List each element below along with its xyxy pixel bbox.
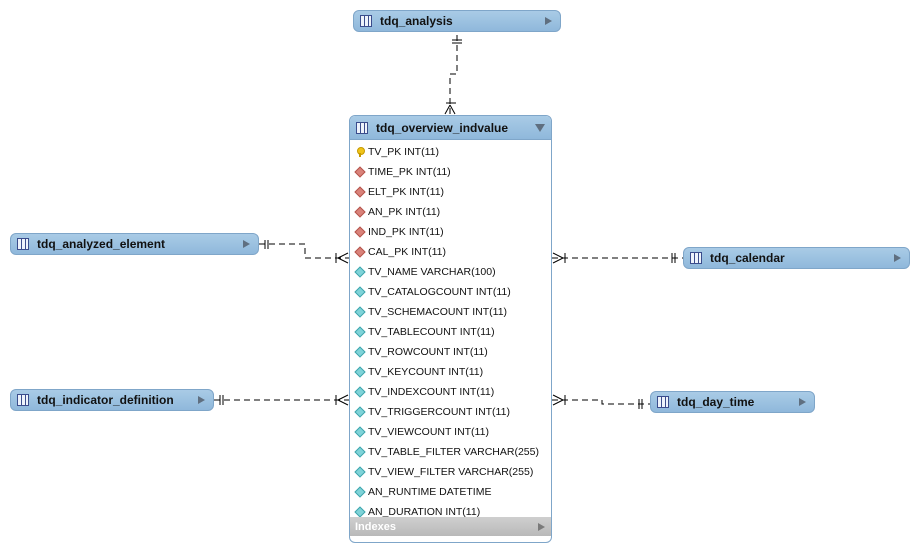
column-label: ELT_PK INT(11) <box>368 186 445 198</box>
column-row[interactable]: IND_PK INT(11) <box>350 222 551 242</box>
column-diamond-icon <box>355 427 365 437</box>
column-diamond-icon <box>355 447 365 457</box>
column-row[interactable]: TV_KEYCOUNT INT(11) <box>350 362 551 382</box>
column-diamond-icon <box>355 327 365 337</box>
column-row[interactable]: TV_NAME VARCHAR(100) <box>350 262 551 282</box>
column-row[interactable]: TV_ROWCOUNT INT(11) <box>350 342 551 362</box>
entity-name: tdq_day_time <box>677 395 755 409</box>
expand-arrow-icon[interactable] <box>545 17 552 25</box>
column-label: TV_PK INT(11) <box>368 146 439 158</box>
column-row[interactable]: TV_SCHEMACOUNT INT(11) <box>350 302 551 322</box>
column-row[interactable]: TV_TABLE_FILTER VARCHAR(255) <box>350 442 551 462</box>
foreign-key-diamond-icon <box>355 207 365 217</box>
expand-arrow-icon[interactable] <box>198 396 205 404</box>
entity-name: tdq_analysis <box>380 14 453 28</box>
entity-name: tdq_overview_indvalue <box>376 120 509 135</box>
column-row[interactable]: TV_PK INT(11) <box>350 142 551 162</box>
column-row[interactable]: TV_TRIGGERCOUNT INT(11) <box>350 402 551 422</box>
column-diamond-icon <box>355 507 365 517</box>
column-label: AN_PK INT(11) <box>368 206 441 218</box>
column-diamond-icon <box>355 407 365 417</box>
column-diamond-icon <box>355 387 365 397</box>
entity-header[interactable]: tdq_overview_indvalue <box>350 116 551 140</box>
entity-tdq-calendar[interactable]: tdq_calendar <box>683 247 910 269</box>
relationship-calendar <box>552 252 683 264</box>
column-label: TV_ROWCOUNT INT(11) <box>368 346 488 358</box>
column-label: TIME_PK INT(11) <box>368 166 451 178</box>
table-icon <box>356 121 368 134</box>
column-diamond-icon <box>355 347 365 357</box>
entity-tdq-analyzed-element[interactable]: tdq_analyzed_element <box>10 233 259 255</box>
column-diamond-icon <box>355 487 365 497</box>
collapse-arrow-icon[interactable] <box>535 123 545 132</box>
column-label: TV_CATALOGCOUNT INT(11) <box>368 286 511 298</box>
foreign-key-diamond-icon <box>355 247 365 257</box>
relationship-indicator-definition <box>214 394 349 406</box>
column-row[interactable]: TV_VIEWCOUNT INT(11) <box>350 422 551 442</box>
table-icon <box>17 238 29 250</box>
table-icon <box>657 396 669 408</box>
column-label: TV_INDEXCOUNT INT(11) <box>368 386 495 398</box>
column-label: TV_KEYCOUNT INT(11) <box>368 366 484 378</box>
column-row[interactable]: CAL_PK INT(11) <box>350 242 551 262</box>
column-row[interactable]: AN_PK INT(11) <box>350 202 551 222</box>
entity-tdq-overview-indvalue[interactable]: tdq_overview_indvalue TV_PK INT(11) TIME_… <box>349 115 552 543</box>
key-icon <box>355 147 365 157</box>
column-row[interactable]: TIME_PK INT(11) <box>350 162 551 182</box>
column-list: TV_PK INT(11) TIME_PK INT(11) ELT_PK INT(1… <box>350 140 551 522</box>
column-diamond-icon <box>355 367 365 377</box>
column-label: TV_TRIGGERCOUNT INT(11) <box>368 406 510 418</box>
column-label: IND_PK INT(11) <box>368 226 444 238</box>
column-label: TV_VIEWCOUNT INT(11) <box>368 426 489 438</box>
column-label: TV_TABLECOUNT INT(11) <box>368 326 495 338</box>
table-icon <box>360 15 372 27</box>
entity-tdq-indicator-definition[interactable]: tdq_indicator_definition <box>10 389 214 411</box>
column-row[interactable]: AN_DURATION INT(11) <box>350 502 551 522</box>
column-row[interactable]: TV_TABLECOUNT INT(11) <box>350 322 551 342</box>
column-label: TV_TABLE_FILTER VARCHAR(255) <box>368 446 539 458</box>
entity-name: tdq_calendar <box>710 251 785 265</box>
column-diamond-icon <box>355 267 365 277</box>
column-label: TV_VIEW_FILTER VARCHAR(255) <box>368 466 534 478</box>
foreign-key-diamond-icon <box>355 227 365 237</box>
foreign-key-diamond-icon <box>355 167 365 177</box>
column-label: AN_RUNTIME DATETIME <box>368 486 492 498</box>
column-label: CAL_PK INT(11) <box>368 246 446 258</box>
relationship-analysis <box>444 35 462 115</box>
entity-tdq-analysis[interactable]: tdq_analysis <box>353 10 561 32</box>
column-row[interactable]: TV_VIEW_FILTER VARCHAR(255) <box>350 462 551 482</box>
column-label: TV_NAME VARCHAR(100) <box>368 266 496 278</box>
indexes-section[interactable]: Indexes <box>350 517 551 536</box>
entity-tdq-day-time[interactable]: tdq_day_time <box>650 391 815 413</box>
foreign-key-diamond-icon <box>355 187 365 197</box>
table-icon <box>690 252 702 264</box>
column-diamond-icon <box>355 467 365 477</box>
expand-arrow-icon[interactable] <box>538 522 545 531</box>
column-row[interactable]: AN_RUNTIME DATETIME <box>350 482 551 502</box>
entity-name: tdq_indicator_definition <box>37 393 174 407</box>
column-diamond-icon <box>355 287 365 297</box>
column-row[interactable]: ELT_PK INT(11) <box>350 182 551 202</box>
column-row[interactable]: TV_INDEXCOUNT INT(11) <box>350 382 551 402</box>
column-row[interactable]: TV_CATALOGCOUNT INT(11) <box>350 282 551 302</box>
expand-arrow-icon[interactable] <box>243 240 250 248</box>
expand-arrow-icon[interactable] <box>799 398 806 406</box>
relationship-analyzed-element <box>259 240 349 264</box>
indexes-label: Indexes <box>355 520 396 533</box>
column-label: AN_DURATION INT(11) <box>368 506 481 518</box>
table-icon <box>17 394 29 406</box>
relationship-day-time <box>552 394 650 409</box>
column-diamond-icon <box>355 307 365 317</box>
column-label: TV_SCHEMACOUNT INT(11) <box>368 306 508 318</box>
entity-name: tdq_analyzed_element <box>37 237 166 251</box>
expand-arrow-icon[interactable] <box>894 254 901 262</box>
